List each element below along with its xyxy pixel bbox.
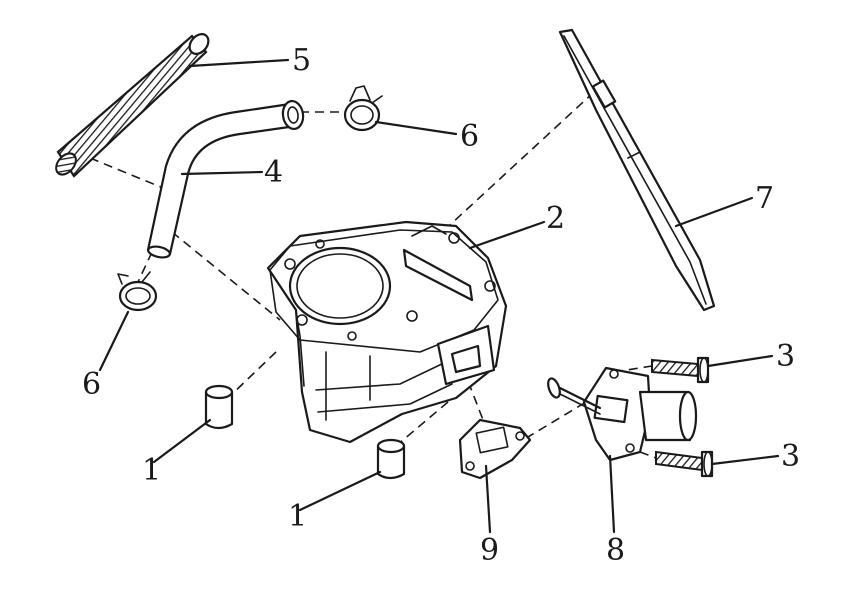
dowel-pin-right — [376, 438, 406, 480]
callout-1-right: 1 — [288, 499, 307, 534]
bolt-lower — [655, 450, 714, 478]
callout-5: 5 — [292, 43, 311, 78]
callout-4: 4 — [264, 155, 283, 190]
callout-8: 8 — [606, 533, 625, 568]
bolt-upper — [651, 356, 710, 384]
callout-7: 7 — [755, 181, 774, 216]
chain-tensioner — [547, 366, 698, 462]
callout-3-upper: 3 — [776, 339, 795, 374]
callout-3-lower: 3 — [781, 439, 800, 474]
leader-lines — [98, 58, 780, 534]
cylinder-block — [266, 220, 508, 444]
dowel-pin-left — [204, 384, 234, 430]
coil-sleeve — [55, 33, 210, 178]
callout-1-left: 1 — [142, 453, 161, 488]
hose-clamp-lower — [117, 271, 158, 312]
chain-guide — [558, 28, 716, 312]
callout-labels: 5 6 4 7 2 3 6 3 1 1 9 8 — [82, 43, 800, 568]
callout-6-lower: 6 — [82, 367, 101, 402]
hose-clamp-upper — [343, 85, 383, 132]
tensioner-gasket — [458, 418, 532, 480]
breather-hose — [146, 99, 305, 259]
callout-2: 2 — [546, 201, 565, 236]
callout-6-upper: 6 — [460, 119, 479, 154]
callout-9: 9 — [480, 533, 499, 568]
